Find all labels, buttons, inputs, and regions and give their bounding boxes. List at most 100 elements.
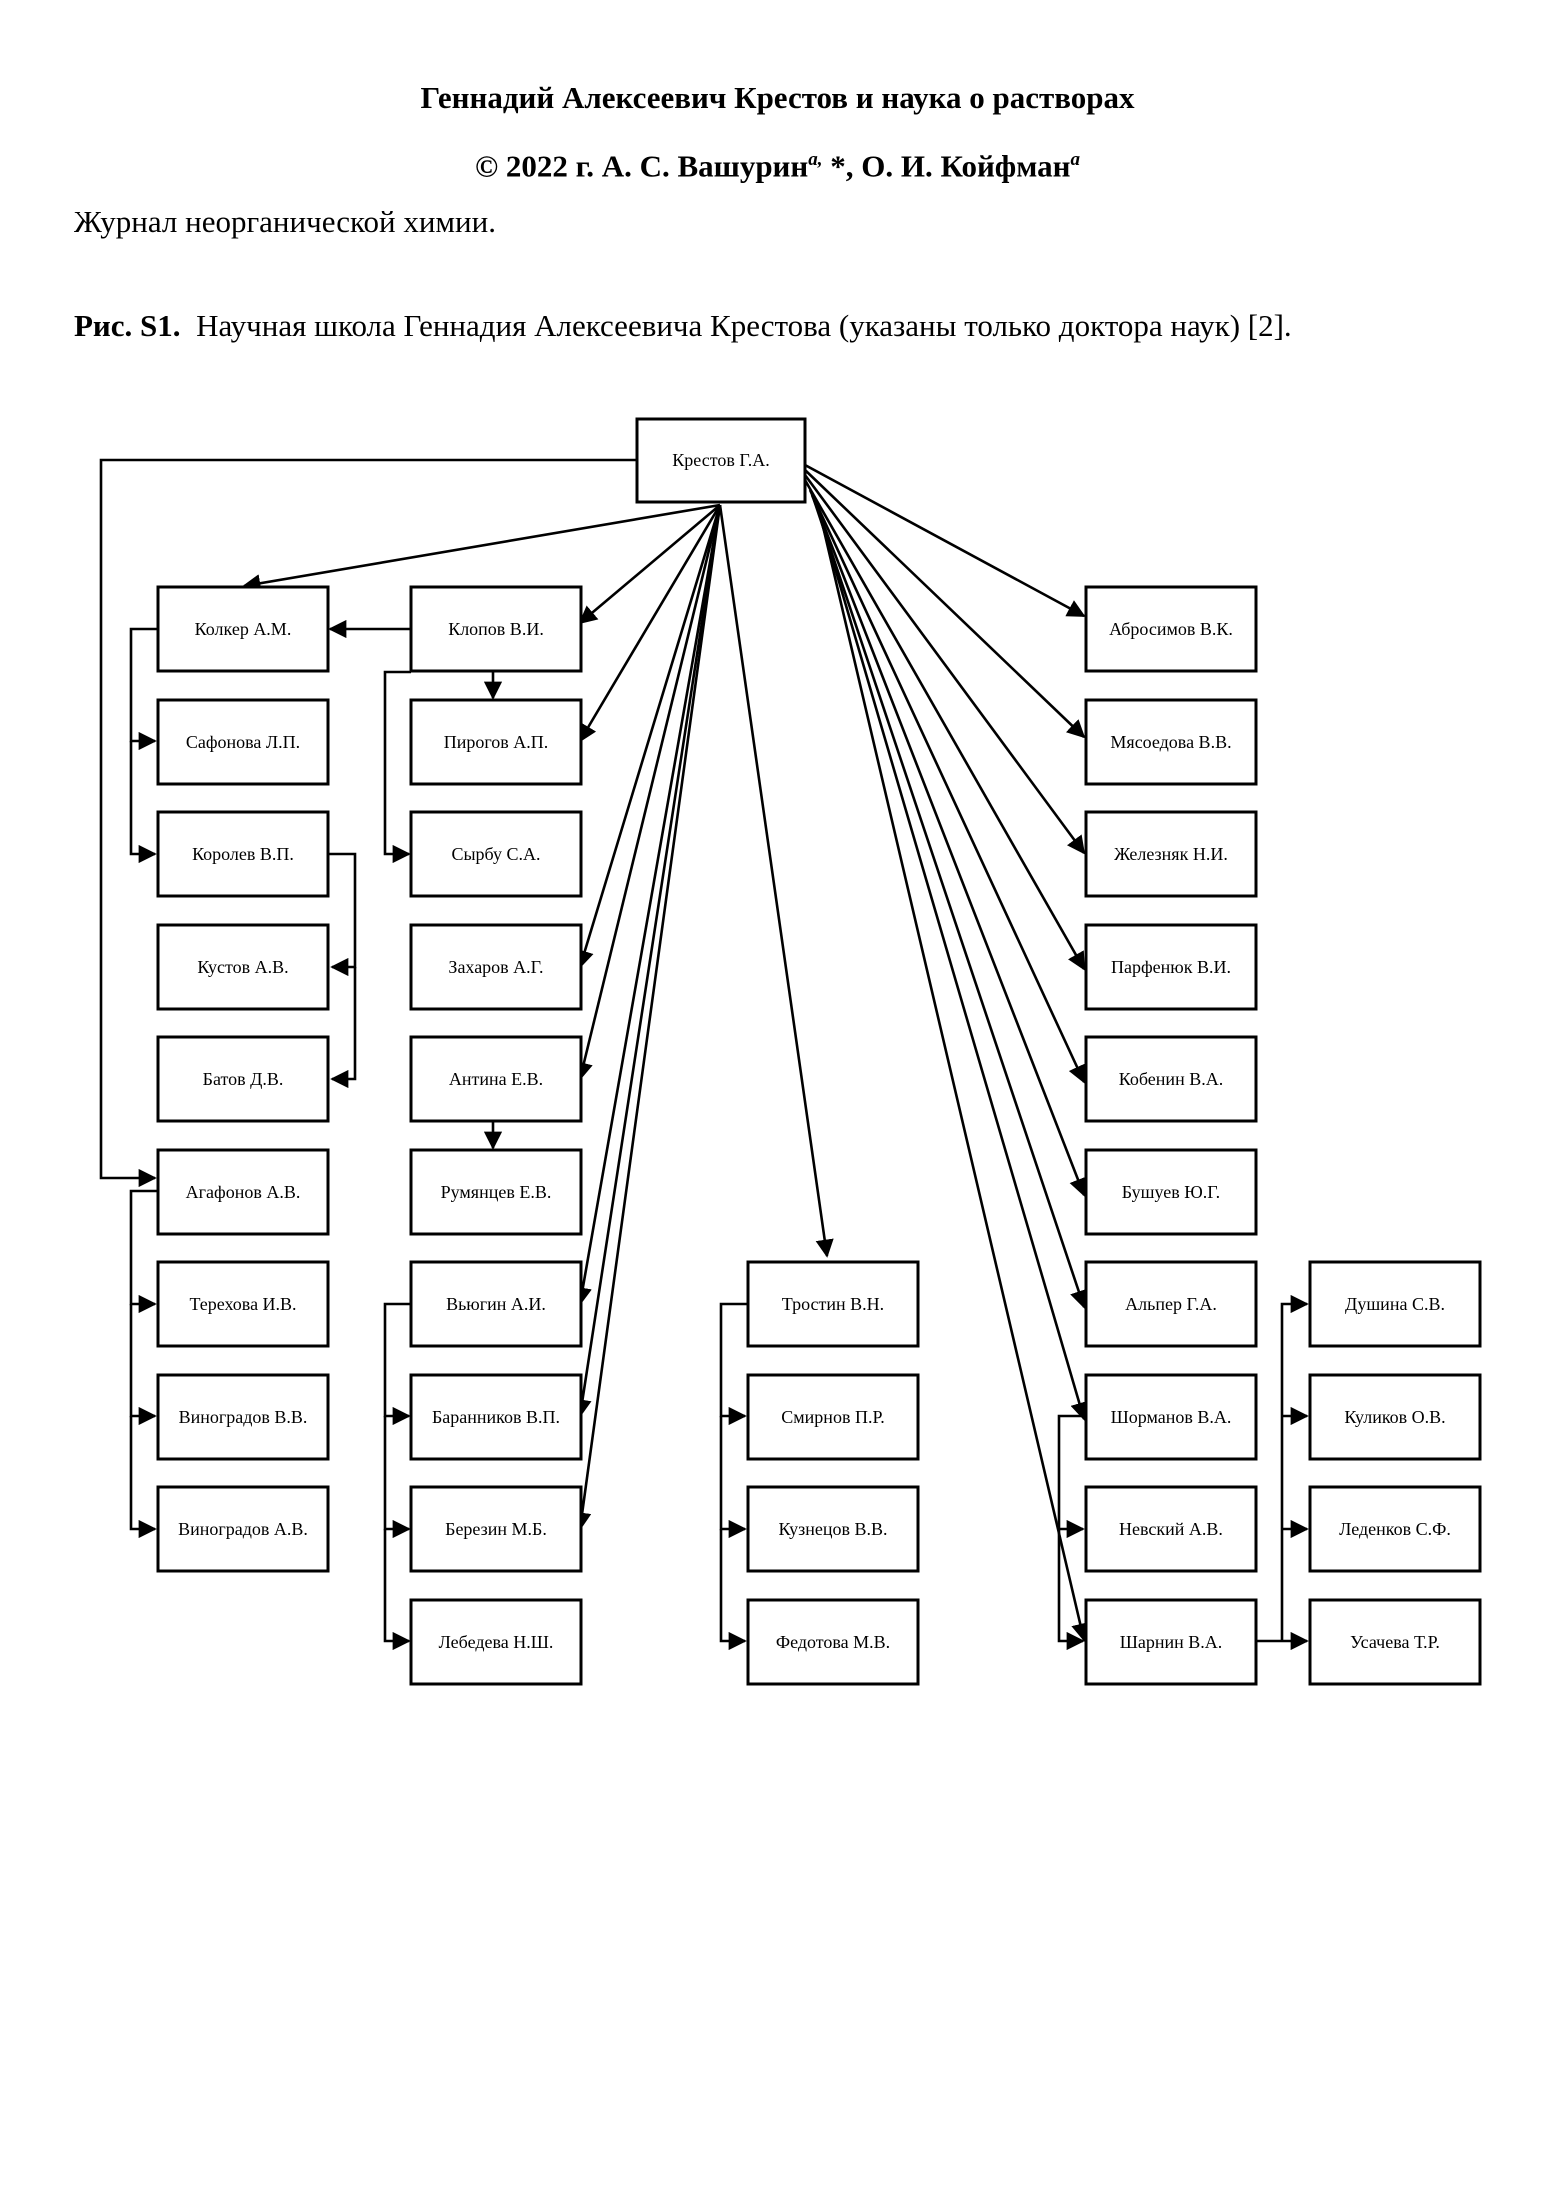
node-vinogradov-vv-label: Виноградов В.В. [179, 1407, 308, 1427]
edge-root-kolker [242, 503, 721, 593]
node-krestov-label: Крестов Г.А. [672, 450, 769, 470]
edge-sharnin-dushina [1280, 1294, 1309, 1641]
edge-root-trostin [718, 504, 834, 1258]
paper-title: Геннадий Алексеевич Крестов и наука о ра… [420, 80, 1135, 115]
edge-root-berezin [573, 504, 722, 1531]
node-korolev: Королев В.П. [156, 810, 330, 898]
node-agafonov-label: Агафонов А.В. [186, 1182, 301, 1202]
node-usacheva-label: Усачева Т.Р. [1350, 1632, 1440, 1652]
node-zheleznyak: Железняк Н.И. [1084, 810, 1258, 898]
node-kustov-label: Кустов А.В. [197, 957, 288, 977]
node-barannikov-label: Баранников В.П. [432, 1407, 560, 1427]
edge-root-bushuev [810, 494, 1087, 1197]
author1-affiliation: a, [808, 149, 823, 170]
edge-agafonov-terekhova [129, 1189, 158, 1314]
node-rumyantsev-label: Румянцев Е.В. [441, 1182, 552, 1202]
edge-trostin-fedotova [719, 1529, 747, 1651]
node-vinogradov-vv: Виноградов В.В. [156, 1373, 330, 1461]
node-terekhova-label: Терехова И.В. [189, 1294, 296, 1314]
edge-vyugin-lebedeva [383, 1529, 411, 1651]
node-kulikov-label: Куликов О.В. [1344, 1407, 1445, 1427]
node-berezin: Березин М.Б. [409, 1485, 583, 1573]
node-vinogradov-av: Виноградов А.В. [156, 1485, 330, 1573]
edge-klopov-syrbu [383, 670, 411, 864]
node-shormanov-label: Шорманов В.А. [1111, 1407, 1232, 1427]
edge-vyugin-barannikov [383, 1302, 411, 1426]
edge-trostin-smirnov [719, 1302, 748, 1426]
edge-trostin-kuznetsov [719, 1416, 747, 1539]
node-alper: Альпер Г.А. [1084, 1260, 1258, 1348]
edge-agafonov-vinogradov-vv [129, 1304, 157, 1426]
edge-shormanov-nevsky [1057, 1414, 1086, 1539]
node-sharnin: Шарнин В.А. [1084, 1598, 1258, 1686]
node-safonova-label: Сафонова Л.П. [186, 732, 300, 752]
node-lebedeva: Лебедева Н.Ш. [409, 1598, 583, 1686]
node-smirnov-label: Смирнов П.Р. [781, 1407, 884, 1427]
node-nevsky: Невский А.В. [1084, 1485, 1258, 1573]
edge-kolker-safonova [129, 627, 158, 751]
authors-prefix: © 2022 г. А. С. Вашурин [474, 148, 809, 184]
edge-root-barannikov [573, 504, 722, 1418]
node-myasoedova: Мясоедова В.В. [1084, 698, 1258, 786]
node-kustov: Кустов А.В. [156, 923, 330, 1011]
node-abrosimov-label: Абросимов В.К. [1109, 619, 1233, 639]
edge-shormanov-sharnin [1057, 1529, 1085, 1651]
node-nevsky-label: Невский А.В. [1119, 1519, 1223, 1539]
edge-root-alper [812, 499, 1088, 1309]
node-kolker: Колкер А.М. [156, 585, 330, 673]
figure-caption: Рис. S1. Научная школа Геннадия Алексеев… [74, 306, 1494, 346]
node-syrbu: Сырбу С.А. [409, 810, 583, 898]
node-myasoedova-label: Мясоедова В.В. [1110, 732, 1231, 752]
node-bushuev: Бушуев Ю.Г. [1084, 1148, 1258, 1236]
node-smirnov: Смирнов П.Р. [746, 1373, 920, 1461]
edge-root-kobenin [808, 489, 1086, 1084]
node-kuznetsov: Кузнецов В.В. [746, 1485, 920, 1573]
node-agafonov: Агафонов А.В. [156, 1148, 330, 1236]
edge-kolker-korolev [129, 741, 157, 864]
node-antina-label: Антина Е.В. [449, 1069, 543, 1089]
node-lebedeva-label: Лебедева Н.Ш. [439, 1632, 554, 1652]
node-kobenin-label: Кобенин В.А. [1119, 1069, 1223, 1089]
node-zakharov-label: Захаров А.Г. [448, 957, 543, 977]
node-kulikov: Куликов О.В. [1308, 1373, 1482, 1461]
figure-caption-text: Научная школа Геннадия Алексеевича Крест… [196, 308, 1292, 343]
edge-root-klopov [578, 504, 721, 625]
author2-affiliation: a [1070, 149, 1081, 170]
node-korolev-label: Королев В.П. [192, 844, 294, 864]
diagram-nodes: Крестов Г.А. Колкер А.М. Сафонова Л.П. К… [156, 417, 1482, 1686]
node-pirogov: Пирогов А.П. [409, 698, 583, 786]
node-parfenyuk: Парфенюк В.И. [1084, 923, 1258, 1011]
node-batov-label: Батов Д.В. [203, 1069, 284, 1089]
node-parfenyuk-label: Парфенюк В.И. [1111, 957, 1231, 977]
edge-root-abrosimov [804, 463, 1086, 618]
edge-root-vyugin [573, 504, 722, 1306]
node-bushuev-label: Бушуев Ю.Г. [1122, 1182, 1220, 1202]
authors-middle: *, О. И. Койфман [822, 148, 1071, 184]
node-ledenkov-label: Леденков С.Ф. [1339, 1519, 1451, 1539]
edge-root-agafonov [99, 458, 637, 1188]
node-sharnin-label: Шарнин В.А. [1120, 1632, 1223, 1652]
journal-name: Журнал неорганической химии. [74, 204, 496, 239]
node-zakharov: Захаров А.Г. [409, 923, 583, 1011]
diagram-edges [99, 458, 1309, 1651]
node-trostin-label: Тростин В.Н. [782, 1294, 884, 1314]
edge-root-zheleznyak [803, 474, 1086, 855]
edge-root-sharnin [816, 504, 1090, 1642]
node-dushina: Душина С.В. [1308, 1260, 1482, 1348]
edge-korolev-batov [330, 967, 357, 1089]
node-vyugin-label: Вьюгин А.И. [446, 1294, 546, 1314]
edge-root-pirogov [578, 504, 722, 743]
node-batov: Батов Д.В. [156, 1035, 330, 1123]
node-trostin: Тростин В.Н. [746, 1260, 920, 1348]
node-safonova: Сафонова Л.П. [156, 698, 330, 786]
node-klopov: Клопов В.И. [409, 585, 583, 673]
figure-label: Рис. S1. [74, 308, 181, 343]
node-antina: Антина Е.В. [409, 1035, 583, 1123]
edge-korolev-kustov [328, 852, 357, 977]
node-ledenkov: Леденков С.Ф. [1308, 1485, 1482, 1573]
node-berezin-label: Березин М.Б. [445, 1519, 547, 1539]
edge-vyugin-berezin [383, 1416, 411, 1539]
edge-agafonov-vinogradov-av [129, 1416, 157, 1539]
node-abrosimov: Абросимов В.К. [1084, 585, 1258, 673]
node-kobenin: Кобенин В.А. [1084, 1035, 1258, 1123]
